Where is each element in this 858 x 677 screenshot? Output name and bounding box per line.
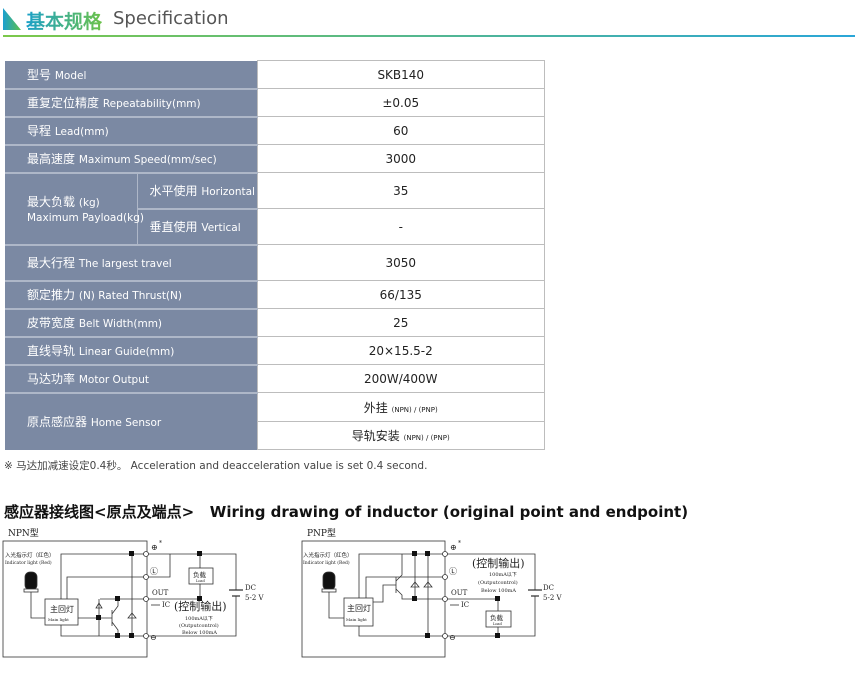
row-label: 直线导轨 Linear Guide(mm) <box>5 336 257 366</box>
svg-text:OUT: OUT <box>152 589 169 597</box>
sub-label: 水平使用 Horizontal <box>136 172 257 210</box>
footnote: ※ 马达加减速设定0.4秒。 Acceleration and deaccele… <box>4 460 428 472</box>
table-row: 重复定位精度 Repeatability(mm)±0.05 <box>5 88 545 118</box>
row-label: 最大行程 The largest travel <box>5 244 257 282</box>
table-row: 导轨安装 (NPN) / (PNP) <box>5 421 545 450</box>
table-row: 直线导轨 Linear Guide(mm)20×15.5-2 <box>5 336 545 366</box>
sub-label: 垂直使用 Vertical <box>136 208 257 246</box>
wiring-title: 感应器接线图<原点及端点> Wiring drawing of inductor… <box>4 503 689 521</box>
row-value: 3000 <box>256 144 545 173</box>
main-light-box <box>343 597 374 627</box>
svg-text:⊖: ⊖ <box>449 633 456 642</box>
svg-text:主回灯: 主回灯 <box>347 603 371 613</box>
section-title-en: Specification <box>113 8 229 29</box>
row-value: 35 <box>256 172 545 209</box>
row-label: 额定推力 (N) Rated Thrust(N) <box>5 280 257 310</box>
svg-text:100mA以下: 100mA以下 <box>185 616 213 622</box>
svg-text:100mA以下: 100mA以下 <box>489 572 517 578</box>
svg-text:5-2 V: 5-2 V <box>245 594 264 602</box>
svg-text:Main light: Main light <box>48 617 69 622</box>
svg-text:(控制输出): (控制输出) <box>472 556 525 570</box>
table-row: 最大负载 (kg)Maximum Payload(kg)水平使用 Horizon… <box>5 172 545 246</box>
svg-text:入光指示灯（红色）: 入光指示灯（红色） <box>5 551 55 559</box>
svg-text:Indicator light (Red): Indicator light (Red) <box>303 559 350 566</box>
row-value: 66/135 <box>256 280 545 309</box>
svg-text:主回灯: 主回灯 <box>50 604 74 614</box>
svg-text:入光指示灯（红色）: 入光指示灯（红色） <box>303 551 353 559</box>
svg-text:Main light: Main light <box>346 617 367 622</box>
svg-text:(Outputcontrol): (Outputcontrol) <box>478 579 518 586</box>
row-value: 20×15.5-2 <box>256 336 545 365</box>
row-value: 200W/400W <box>256 364 545 393</box>
table-row: 额定推力 (N) Rated Thrust(N)66/135 <box>5 280 545 310</box>
wiring-diagrams: NPN型 入光指示灯（红色） Indicator light (Red) 主回灯… <box>2 528 562 658</box>
svg-text:负载: 负载 <box>490 613 504 622</box>
row-value: 25 <box>256 308 545 337</box>
header-triangle-icon <box>3 8 21 30</box>
row-label: 马达功率 Motor Output <box>5 364 257 394</box>
row-label: 原点感应器 Home Sensor <box>5 392 257 450</box>
svg-text:DC: DC <box>245 584 256 592</box>
svg-text:(控制输出): (控制输出) <box>174 599 227 613</box>
row-label: 导程 Lead(mm) <box>5 116 257 146</box>
svg-text:DC: DC <box>543 584 554 592</box>
pnp-title: PNP型 <box>307 528 336 539</box>
svg-text:*: * <box>159 540 162 547</box>
section-title-cn: 基本规格 <box>26 7 102 34</box>
indicator-lamp-icon <box>322 571 336 591</box>
pnp-diagram: PNP型 入光指示灯（红色） Indicator light (Red) 主回灯… <box>301 528 562 658</box>
row-value: - <box>256 208 545 245</box>
svg-text:OUT: OUT <box>451 589 468 597</box>
svg-text:Ⓛ: Ⓛ <box>449 567 457 576</box>
svg-text:Load: Load <box>493 622 503 626</box>
svg-text:⊖: ⊖ <box>150 633 157 642</box>
svg-text:IC: IC <box>162 601 170 609</box>
svg-text:Load: Load <box>196 579 206 583</box>
row-value: 外挂 (NPN) / (PNP) <box>256 392 545 422</box>
npn-diagram: NPN型 入光指示灯（红色） Indicator light (Red) 主回灯… <box>2 528 264 658</box>
svg-text:Indicator light (Red): Indicator light (Red) <box>5 559 52 566</box>
svg-text:Below 100mA: Below 100mA <box>182 630 217 636</box>
svg-text:Ⓛ: Ⓛ <box>150 567 158 576</box>
table-row: 最高速度 Maximum Speed(mm/sec)3000 <box>5 144 545 174</box>
svg-text:⊕: ⊕ <box>450 543 457 552</box>
header-divider <box>3 35 855 37</box>
row-value: SKB140 <box>256 60 545 89</box>
table-row: 导程 Lead(mm)60 <box>5 116 545 146</box>
row-label: 最大负载 (kg)Maximum Payload(kg) <box>5 172 144 246</box>
table-row: 皮带宽度 Belt Width(mm)25 <box>5 308 545 338</box>
load-box <box>188 567 214 585</box>
row-label: 皮带宽度 Belt Width(mm) <box>5 308 257 338</box>
svg-text:⊕: ⊕ <box>151 543 158 552</box>
row-label: 型号 Model <box>5 60 257 90</box>
svg-text:IC: IC <box>461 601 469 609</box>
npn-title: NPN型 <box>8 528 39 539</box>
indicator-lamp-icon <box>24 571 38 591</box>
row-value: ±0.05 <box>256 88 545 117</box>
row-label: 重复定位精度 Repeatability(mm) <box>5 88 257 118</box>
load-box <box>485 610 512 628</box>
row-label: 最高速度 Maximum Speed(mm/sec) <box>5 144 257 174</box>
main-light-box <box>44 598 79 626</box>
svg-text:5-2 V: 5-2 V <box>543 594 562 602</box>
svg-text:Below 100mA: Below 100mA <box>481 588 516 594</box>
svg-text:(Outputcontrol): (Outputcontrol) <box>179 622 219 629</box>
row-value: 60 <box>256 116 545 145</box>
svg-text:*: * <box>458 540 461 547</box>
svg-text:负载: 负载 <box>193 570 207 579</box>
row-value: 导轨安装 (NPN) / (PNP) <box>256 421 545 450</box>
row-value: 3050 <box>256 244 545 281</box>
